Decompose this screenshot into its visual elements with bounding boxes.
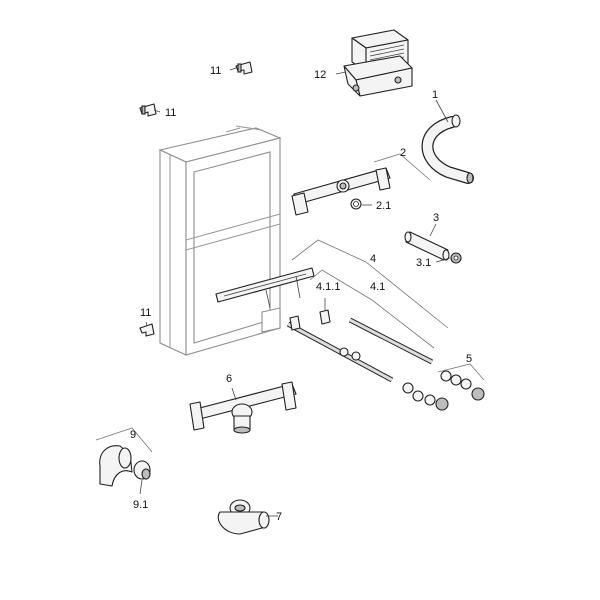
connector-pipe-part-3 [404, 231, 450, 261]
flexible-hose-part-1 [421, 114, 474, 184]
mounting-clip-part-11-left [139, 103, 157, 117]
junction-box-part-12 [343, 29, 413, 97]
callout-3: 3 [433, 212, 439, 224]
callout-1: 1 [432, 89, 438, 101]
callout-3-1: 3.1 [416, 257, 431, 269]
seal-ring-part-2-1 [350, 198, 362, 210]
callout-9: 9 [130, 429, 136, 441]
callout-4: 4 [370, 253, 376, 265]
mounting-clip-part-11-mid [139, 323, 155, 337]
elbow-part-9 [99, 445, 133, 487]
seal-part-3-1 [450, 252, 462, 264]
washers-nuts-row [339, 347, 449, 411]
fixings-set-part-5 [440, 370, 485, 401]
callout-2-1: 2.1 [376, 200, 391, 212]
bracket-part-6 [189, 381, 297, 434]
callout-4-1: 4.1 [370, 281, 385, 293]
drain-fitting-part-7 [217, 499, 270, 535]
callout-2: 2 [400, 147, 406, 159]
callout-6: 6 [226, 373, 232, 385]
callout-4-1-1: 4.1.1 [316, 281, 340, 293]
callout-9-1: 9.1 [133, 499, 148, 511]
leader-lines [95, 67, 485, 517]
callout-12: 12 [314, 69, 326, 81]
mounting-clip-part-11-top [235, 61, 253, 75]
callout-labels: 11 12 11 1 2 2.1 3 3.1 4 4.1.1 4.1 11 5 … [130, 65, 472, 523]
callout-11-top: 11 [210, 65, 221, 77]
callout-7: 7 [276, 511, 282, 523]
threaded-rods-part-4-1 [286, 315, 434, 383]
rail-bracket-part-4 [215, 267, 315, 309]
callout-5: 5 [466, 353, 472, 365]
bracket-part-2 [291, 167, 391, 216]
mounting-frame [158, 125, 282, 356]
callout-11-left: 11 [165, 107, 176, 119]
callout-11-mid: 11 [140, 307, 151, 319]
seal-part-9-1 [133, 460, 151, 480]
fixing-piece-part-4-1-1 [319, 309, 331, 325]
